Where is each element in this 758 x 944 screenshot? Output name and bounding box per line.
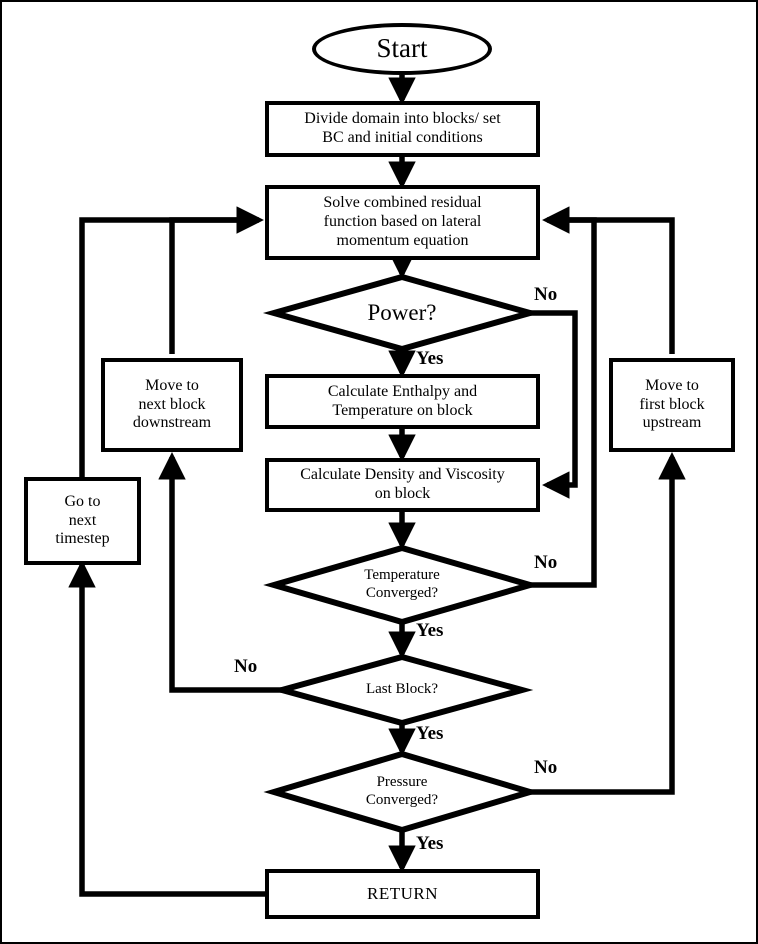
node-start-label: Start	[376, 33, 428, 64]
node-move-first-block-upstream-line2: first block	[639, 395, 705, 413]
node-go-next-timestep-line3: timestep	[55, 530, 110, 548]
node-pressure-converged[interactable]: Pressure Converged?	[274, 754, 530, 830]
node-calculate-enthalpy-line2: Temperature on block	[332, 401, 473, 419]
node-temperature-converged-line1: Temperature	[364, 567, 440, 584]
node-move-next-block-downstream-line1: Move to	[145, 376, 199, 394]
node-divide-domain-line1: Divide domain into blocks/ set	[304, 110, 501, 128]
node-divide-domain[interactable]: Divide domain into blocks/ set BC and in…	[265, 101, 540, 157]
node-go-next-timestep-line1: Go to	[64, 492, 101, 510]
edge-label-lastblock-yes: Yes	[416, 723, 444, 744]
node-power-decision[interactable]: Power?	[274, 277, 530, 349]
node-calculate-enthalpy[interactable]: Calculate Enthalpy and Temperature on bl…	[265, 374, 540, 429]
node-calculate-density-line2: on block	[374, 485, 431, 502]
node-go-next-timestep-line2: next	[68, 511, 97, 529]
node-divide-domain-line2: BC and initial conditions	[322, 129, 483, 146]
node-temperature-converged-line2: Converged?	[365, 585, 439, 601]
edge-pressure-firstblock	[530, 452, 686, 795]
edge-label-temperature-yes: Yes	[416, 620, 444, 641]
node-move-next-block-downstream[interactable]: Move to next block downstream	[101, 358, 243, 452]
edge-nextblock-solve	[169, 206, 264, 354]
node-last-block[interactable]: Last Block?	[282, 657, 522, 723]
node-solve-residual[interactable]: Solve combined residual function based o…	[265, 185, 540, 260]
node-solve-residual-line3: momentum equation	[336, 231, 469, 249]
edge-label-power-no: No	[534, 284, 558, 305]
edge-label-power-yes: Yes	[416, 348, 444, 369]
node-return[interactable]: RETURN	[265, 869, 540, 919]
node-calculate-density-line1: Calculate Density and Viscosity	[300, 466, 505, 484]
node-calculate-enthalpy-line1: Calculate Enthalpy and	[327, 382, 478, 400]
node-solve-residual-line2: function based on lateral	[323, 213, 482, 231]
node-move-next-block-downstream-line3: downstream	[132, 414, 212, 432]
edge-label-lastblock-no: No	[234, 656, 258, 677]
node-move-first-block-upstream-line3: upstream	[642, 414, 702, 432]
node-calculate-density[interactable]: Calculate Density and Viscosity on block	[265, 458, 540, 512]
node-go-next-timestep[interactable]: Go to next timestep	[24, 477, 141, 565]
node-power-decision-label: Power?	[367, 300, 437, 326]
node-pressure-converged-line2: Converged?	[365, 792, 439, 808]
edge-label-pressure-yes: Yes	[416, 833, 444, 854]
node-return-label: RETURN	[367, 883, 438, 903]
node-start[interactable]: Start	[312, 23, 492, 75]
edge-return-timestep	[68, 560, 265, 897]
node-move-first-block-upstream[interactable]: Move to first block upstream	[609, 358, 735, 452]
edge-label-pressure-no: No	[534, 757, 558, 778]
edge-label-temperature-no: No	[534, 552, 558, 573]
node-move-next-block-downstream-line2: next block	[138, 395, 206, 413]
edge-firstblock-solve	[549, 217, 675, 354]
node-last-block-label: Last Block?	[365, 681, 439, 698]
node-solve-residual-line1: Solve combined residual	[323, 194, 482, 212]
node-temperature-converged[interactable]: Temperature Converged?	[274, 548, 530, 622]
node-pressure-converged-line1: Pressure	[376, 774, 428, 791]
node-move-first-block-upstream-line1: Move to	[645, 376, 699, 394]
